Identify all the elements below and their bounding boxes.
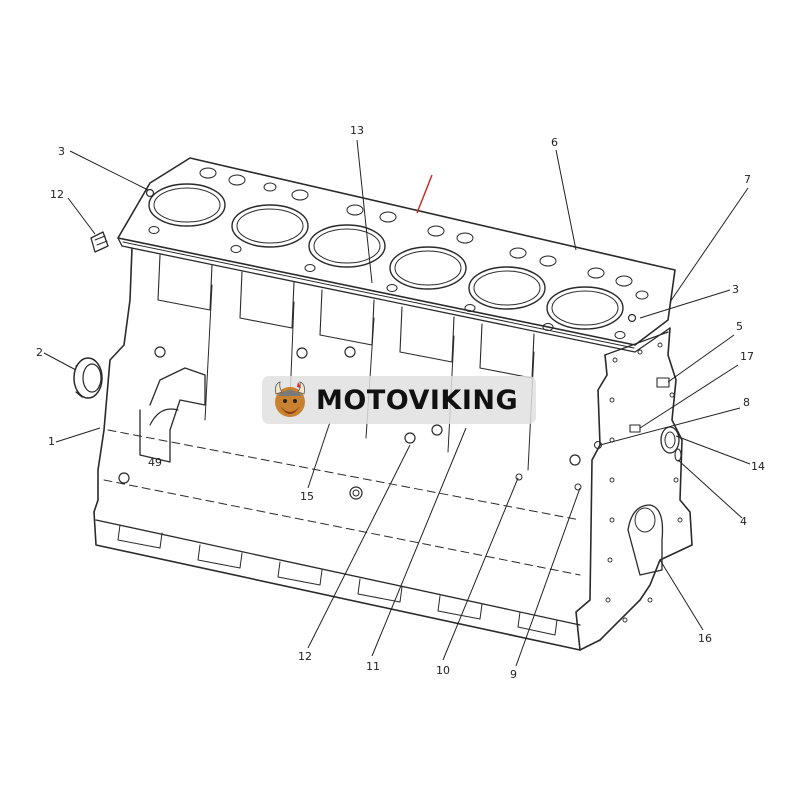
callout-5: 5 [736,320,743,333]
brand-watermark: MOTOVIKING [262,376,536,424]
callout-11: 11 [366,660,380,673]
callout-6: 6 [551,136,558,149]
cylinder-block-body: 49 [93,247,693,651]
callout-1: 1 [48,435,55,448]
callout-10: 10 [436,664,450,677]
callout-3-top-left: 3 [58,145,65,158]
callouts: 3 12 2 1 13 6 7 3 5 17 8 14 4 16 15 12 1 [36,124,765,681]
seal-part-2 [73,357,103,399]
pointer-arrow [416,174,433,214]
callout-9: 9 [510,668,517,681]
callout-12-upper: 12 [50,188,64,201]
callout-8: 8 [743,396,750,409]
callout-14: 14 [751,460,765,473]
callout-12-lower: 12 [298,650,312,663]
viking-mascot-icon [275,381,305,417]
cylinder-head-gasket [117,157,676,353]
plug-part-12 [90,231,109,253]
callout-2: 2 [36,346,43,359]
callout-15: 15 [300,490,314,503]
brand-name-text: MOTOVIKING [316,384,519,416]
loose-parts [73,174,433,399]
callout-13: 13 [350,124,364,137]
callout-7: 7 [744,173,751,186]
callout-16: 16 [698,632,712,645]
callout-4: 4 [740,515,747,528]
callout-17: 17 [740,350,754,363]
callout-3-right: 3 [732,283,739,296]
bearing-cap-mark: 49 [148,456,162,469]
